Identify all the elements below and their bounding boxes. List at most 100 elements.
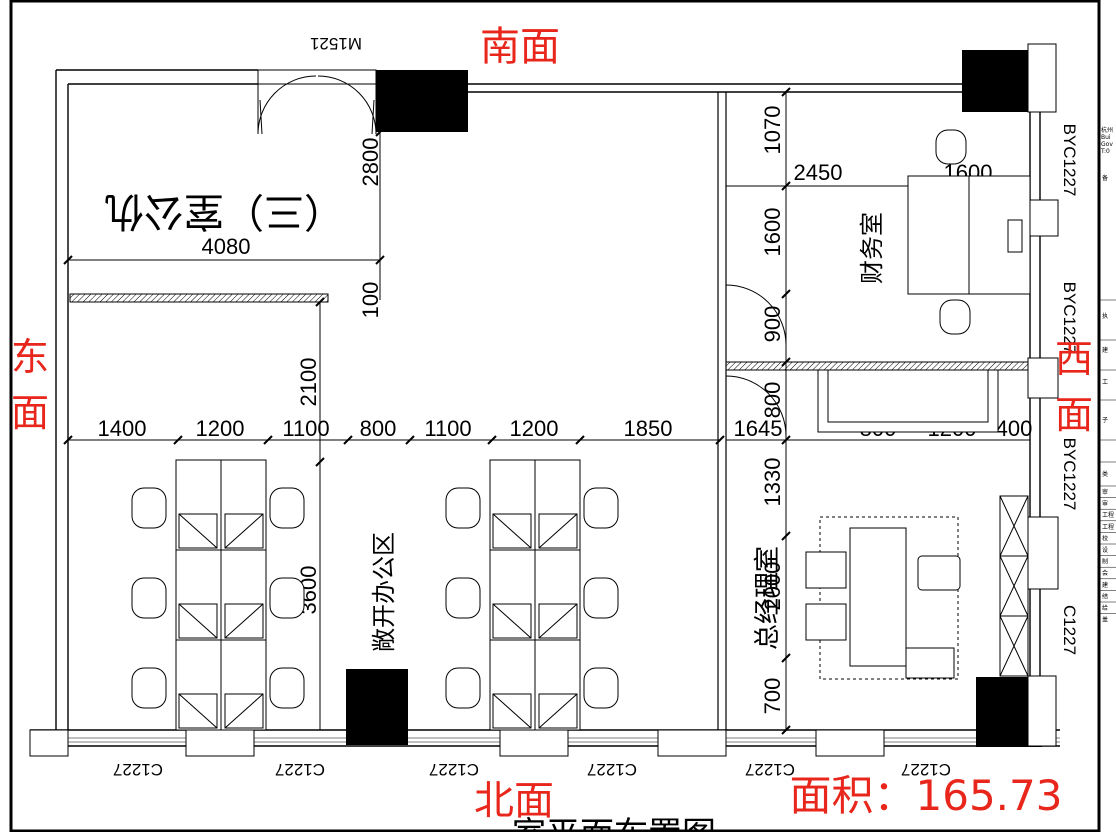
orientation-west-1: 西 [1055, 337, 1093, 381]
drawer-diag [538, 693, 578, 729]
drawer-diag [492, 513, 532, 549]
dim-row-1: 1200 [196, 416, 245, 441]
title-block-header-text: Bui [1101, 134, 1111, 141]
dim-right-1: 1600 [760, 208, 785, 257]
office-chair [269, 667, 305, 709]
dim-top-width: 4080 [202, 234, 251, 259]
title-block-row-label: 建 [1102, 581, 1108, 589]
title-block-misc-label: 建 [1102, 346, 1108, 354]
drawer-unit [538, 603, 578, 639]
dim-office3-height: 2800 [358, 138, 383, 187]
orientation-north: 北面 [474, 778, 554, 824]
orientation-east-1: 东 [11, 335, 49, 379]
office-chair [445, 667, 481, 709]
orientation-west-2: 面 [1055, 393, 1093, 437]
gm-sofa [817, 369, 999, 433]
dimension-ticks [63, 87, 791, 735]
office-chair [131, 487, 167, 529]
drawer-diag [492, 603, 532, 639]
dim-corridor-height: 2100 [296, 358, 321, 407]
dim-row-2: 1100 [282, 416, 329, 441]
window-tag-bottom-2: C1227 [429, 760, 479, 779]
window-tag-bottom-5: C1227 [901, 760, 951, 779]
drawer-unit [224, 513, 264, 549]
dim-right-2: 900 [760, 306, 785, 343]
finance-desk-group [907, 129, 1031, 335]
dim-row-0: 1400 [98, 416, 147, 441]
window-tag-south-right2: BYC1227 [1060, 282, 1079, 355]
drawer-diag [224, 693, 264, 729]
drawer-unit [178, 603, 218, 639]
office-chair [583, 577, 619, 619]
dim-finance-w1: 2450 [794, 160, 843, 185]
title-block-header-text: T:0 [1100, 148, 1110, 155]
drawer-unit [538, 513, 578, 549]
office-chair [131, 577, 167, 619]
room-label-gm-office: 总经理室 [753, 546, 783, 650]
title-block-misc-label: 工 [1102, 379, 1108, 386]
title-block-header-text: 杭州 [1101, 126, 1113, 134]
title-block-misc-label: 备 [1102, 174, 1108, 182]
office-chair [269, 487, 305, 529]
dim-right-3: 800 [760, 382, 785, 419]
drawing-title-partial: 室平面布置图 [512, 815, 716, 832]
room-label-finance: 财务室 [858, 212, 886, 284]
drawer-diag [178, 693, 218, 729]
title-block-row-label: 审 [1102, 488, 1108, 496]
drawer-diag [224, 513, 264, 549]
office-chair [445, 577, 481, 619]
window-tag-west-low: C1227 [1060, 605, 1079, 655]
drawer-unit [178, 693, 218, 729]
workstation-clusters [131, 459, 619, 731]
dim-gm-0: 1645 [734, 416, 783, 441]
dim-gm-3: 400 [996, 416, 1033, 441]
drawer-unit [224, 693, 264, 729]
drawer-unit [224, 603, 264, 639]
office-chair [583, 667, 619, 709]
gm-desk-group [805, 495, 1029, 680]
dim-right-4: 1330 [760, 458, 785, 507]
title-block-row-label: 盖 [1102, 616, 1108, 624]
title-block-misc-label: 执 [1102, 312, 1108, 320]
entrance-double-door [257, 69, 377, 135]
window-tag-south-right1: BYC1227 [1060, 124, 1079, 197]
drawer-diag [538, 603, 578, 639]
title-block-row-label: 工程 [1102, 523, 1114, 531]
dim-right-0: 1070 [760, 106, 785, 155]
drawer-diag [178, 513, 218, 549]
window-tag-west-mid: BYC1227 [1060, 438, 1079, 511]
wall-piers [29, 43, 1059, 757]
window-tag-bottom-3: C1227 [587, 760, 637, 779]
dim-row-3: 800 [360, 416, 397, 441]
title-block-row-label: 设 [1102, 546, 1108, 554]
dim-row-4: 1100 [424, 416, 471, 441]
drawer-unit [492, 513, 532, 549]
title-block-row-label: 结 [1102, 592, 1108, 600]
area-label: 面积：165.73 [790, 771, 1063, 820]
office-chair [131, 667, 167, 709]
drawer-diag [538, 513, 578, 549]
drawer-diag [178, 603, 218, 639]
door-tag: M1521 [310, 34, 362, 53]
dim-small-offset: 100 [358, 282, 383, 319]
title-block-row-label: 校 [1102, 534, 1108, 542]
title-block-row-label: 制 [1102, 558, 1108, 566]
window-tag-bottom-1: C1227 [275, 760, 325, 779]
window-tag-bottom-0: C1227 [113, 760, 163, 779]
title-block-row-label: 工程 [1102, 511, 1114, 519]
office-chair [445, 487, 481, 529]
window-tag-bottom-4: C1227 [745, 760, 795, 779]
dim-row-5: 1200 [510, 416, 559, 441]
drawer-unit [538, 693, 578, 729]
office-chair [269, 577, 305, 619]
title-block-row-label: 审 [1102, 500, 1108, 508]
dim-right-6: 700 [760, 678, 785, 715]
title-block-row-label: 给 [1102, 604, 1108, 612]
dim-right-5: 2000 [760, 562, 785, 611]
drawer-diag [224, 603, 264, 639]
dim-row-6: 1850 [624, 416, 673, 441]
drawer-diag [492, 693, 532, 729]
